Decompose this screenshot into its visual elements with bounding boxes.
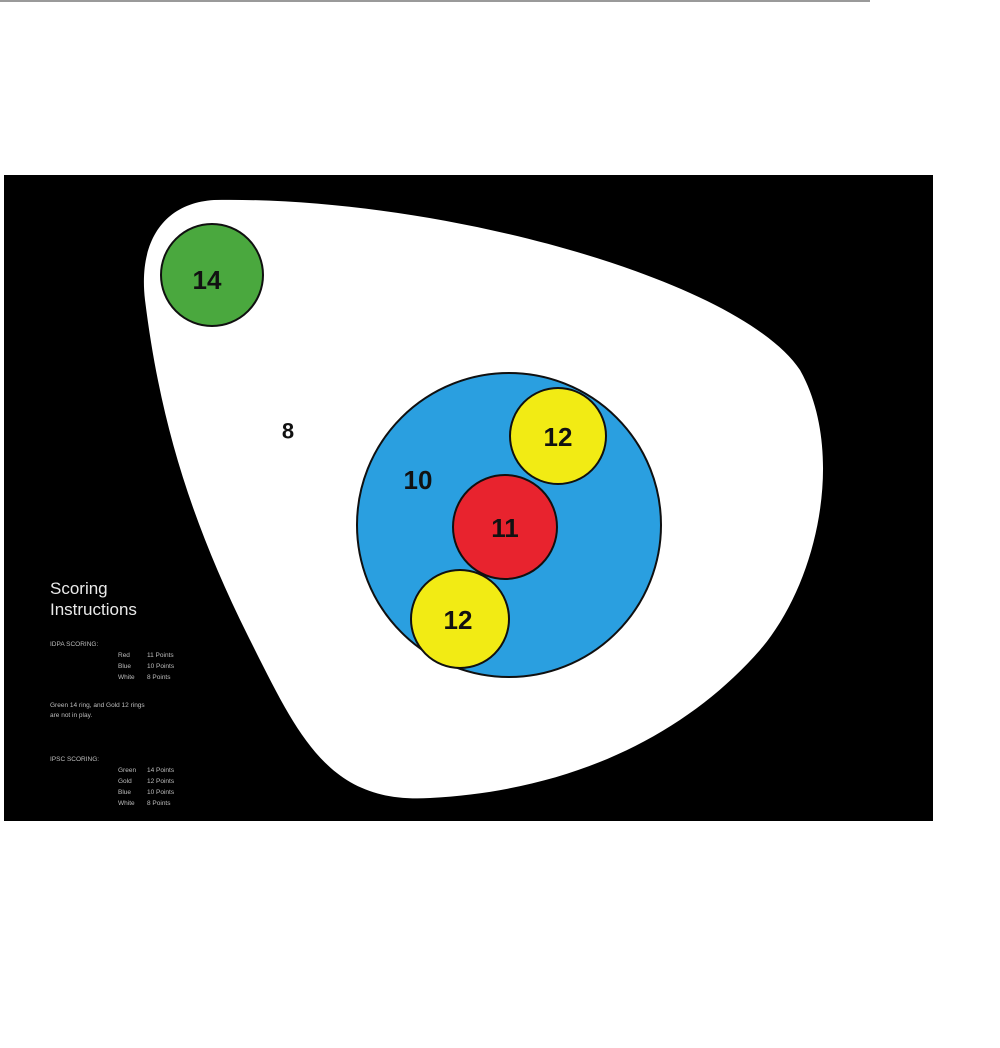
idpa-row-color: Blue [118, 663, 131, 670]
ipsc-heading: IPSC SCORING: [50, 756, 99, 763]
idpa-row-points: 10 Points [147, 663, 175, 670]
ipsc-row-points: 12 Points [147, 778, 175, 785]
ipsc-row-color: Green [118, 767, 136, 774]
instructions-title-line1: Scoring [50, 579, 108, 598]
ipsc-row-color: Blue [118, 789, 131, 796]
green-zone[interactable] [160, 223, 264, 327]
white-zone-label: 8 [282, 419, 294, 444]
green-zone-label: 14 [193, 265, 222, 295]
yellow-zone-upper[interactable] [509, 387, 607, 485]
ipsc-row-color: White [118, 800, 135, 807]
blue-zone-label: 10 [404, 465, 433, 495]
red-zone[interactable] [452, 474, 558, 580]
instructions-note-line1: Green 14 ring, and Gold 12 rings [50, 702, 145, 709]
top-divider-line [0, 0, 870, 2]
ipsc-row-points: 14 Points [147, 767, 175, 774]
ipsc-row-color: Gold [118, 778, 132, 785]
idpa-row-points: 8 Points [147, 674, 171, 681]
red-zone-label: 11 [491, 513, 519, 543]
instructions-title-line2: Instructions [50, 600, 137, 619]
yellow-zone-lower[interactable] [410, 569, 510, 669]
idpa-row-color: Red [118, 652, 130, 659]
idpa-heading: IDPA SCORING: [50, 641, 98, 648]
yellow-lower-label: 12 [444, 605, 473, 635]
yellow-upper-label: 12 [544, 422, 573, 452]
idpa-row-color: White [118, 674, 135, 681]
idpa-row-points: 11 Points [147, 652, 174, 659]
ipsc-row-points: 10 Points [147, 789, 175, 796]
ipsc-row-points: 8 Points [147, 800, 171, 807]
instructions-note-line2: are not in play. [50, 712, 92, 719]
scoring-instructions: Scoring Instructions IDPA SCORING: Red 1… [50, 579, 175, 807]
